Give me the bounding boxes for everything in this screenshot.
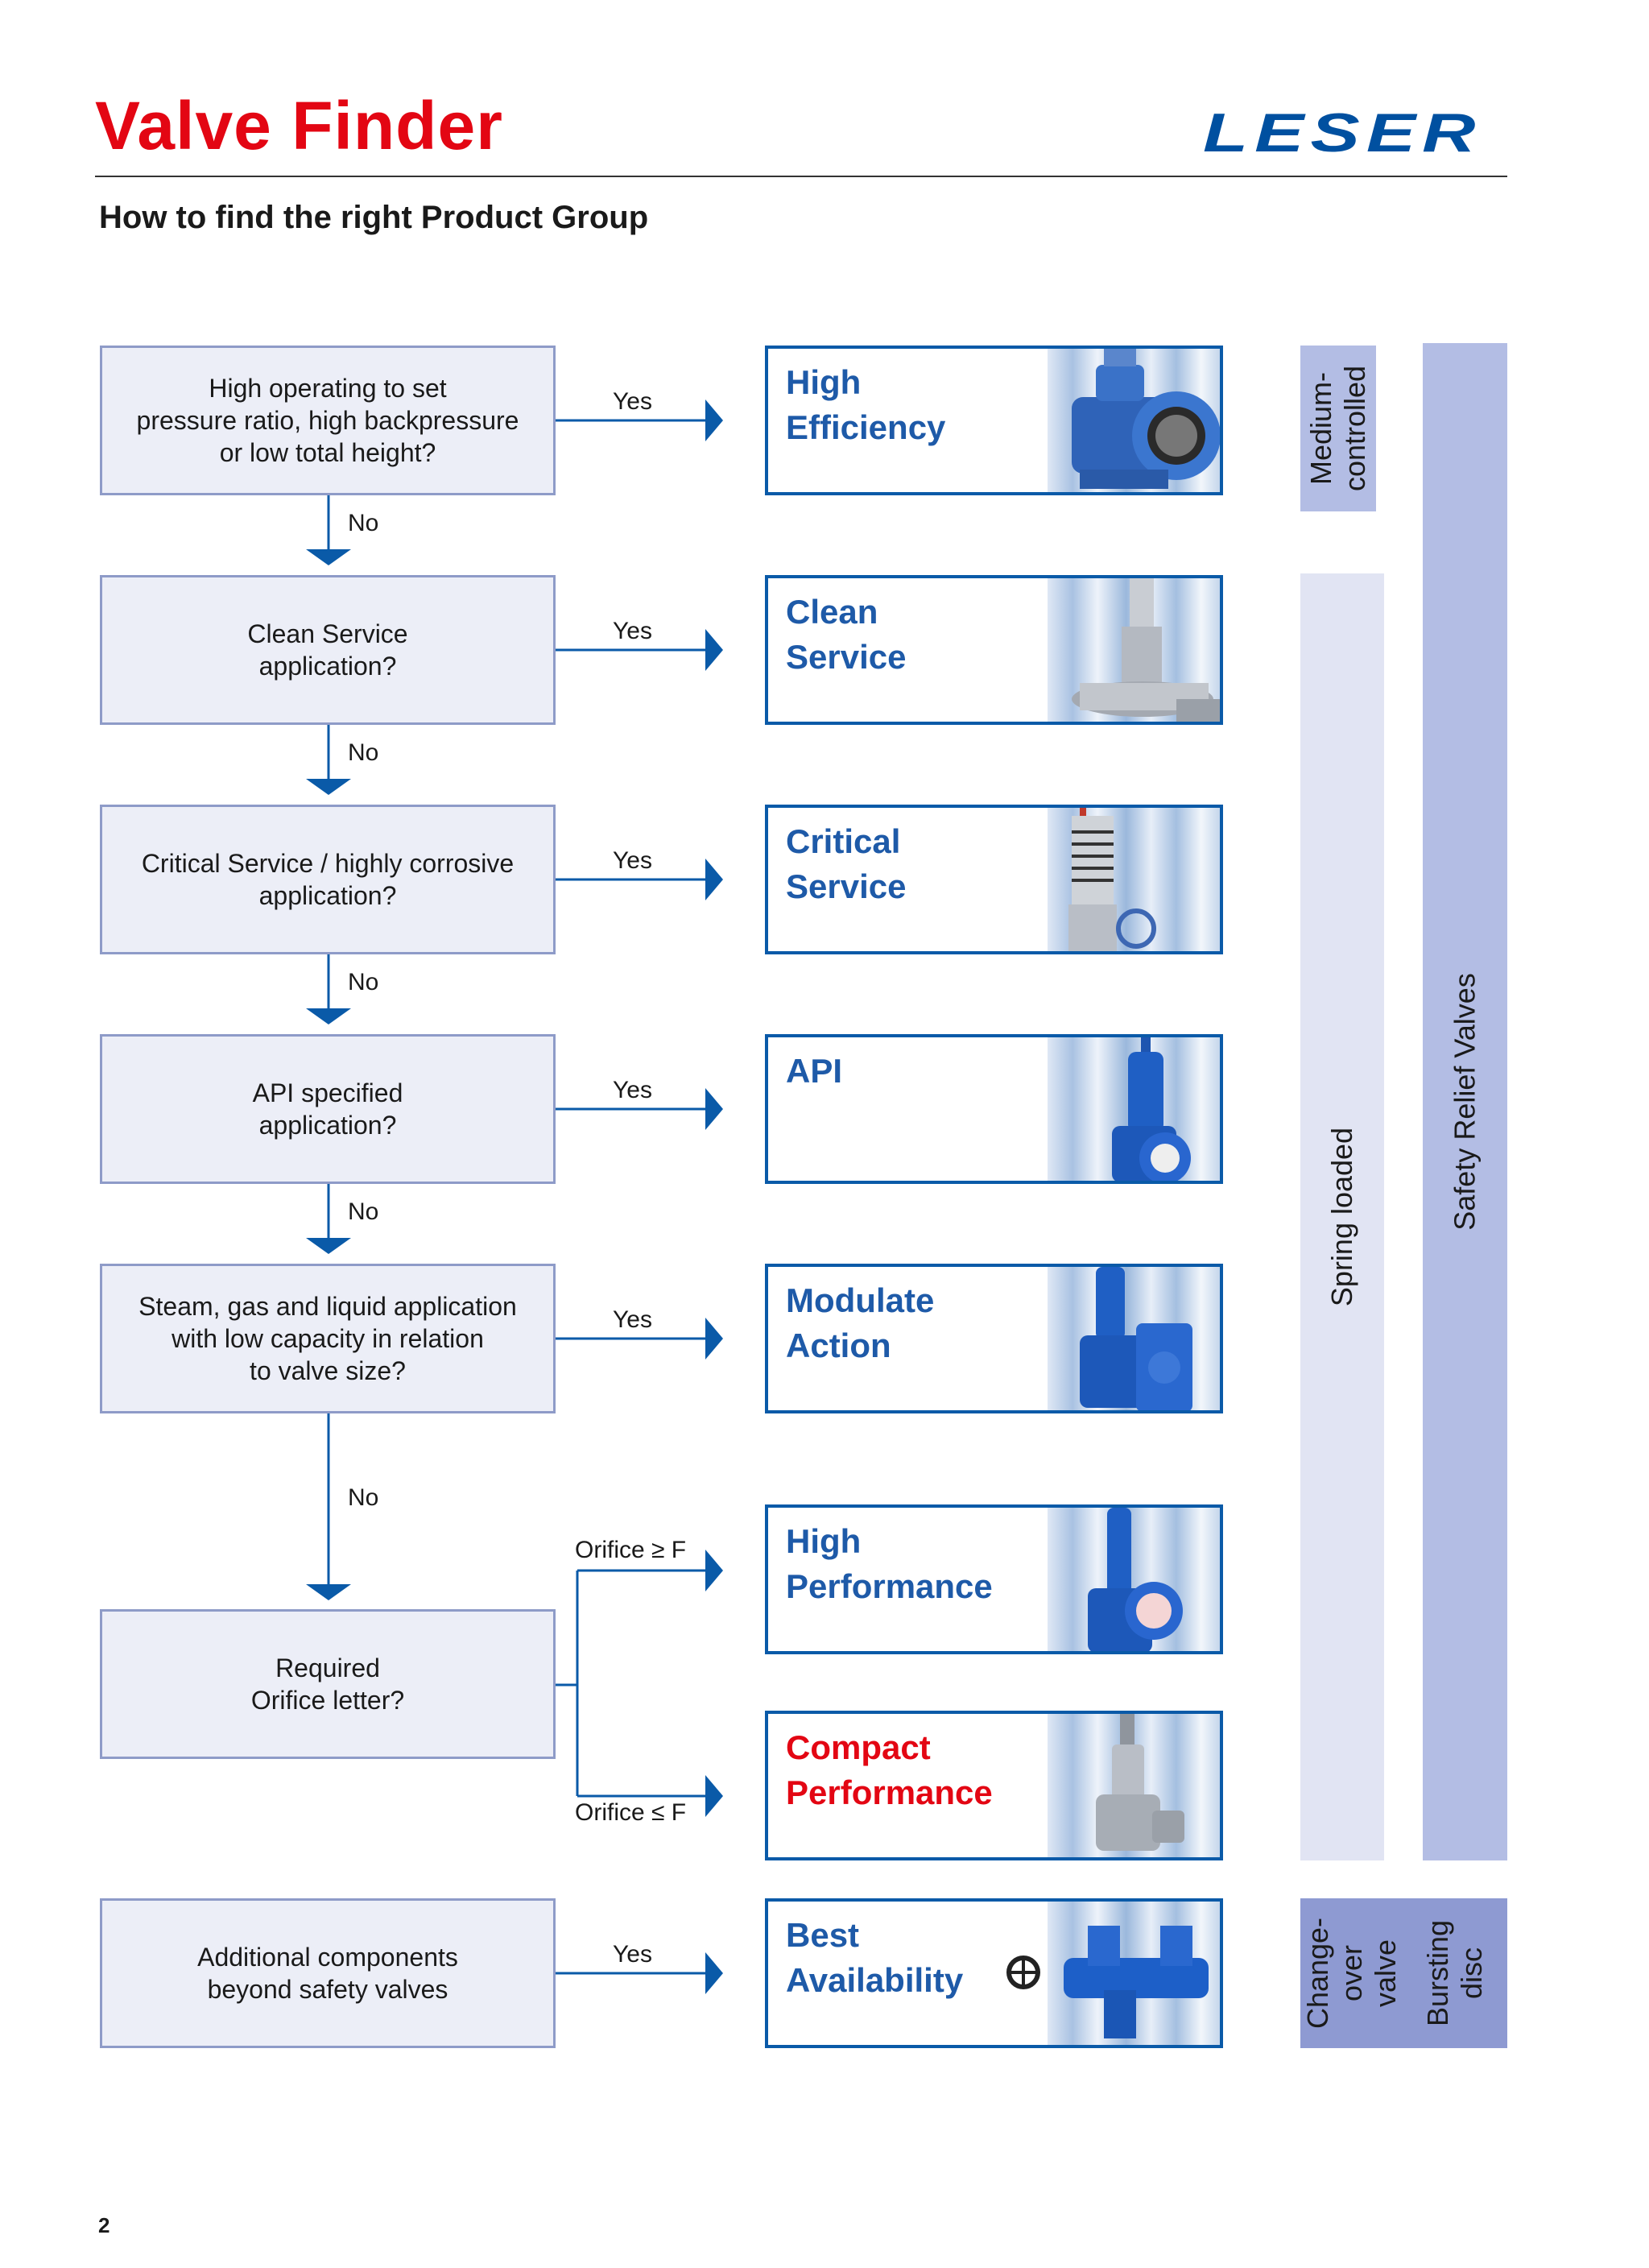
question-box-5: Steam, gas and liquid application with l… bbox=[100, 1264, 556, 1413]
no-label-4: No bbox=[348, 1198, 379, 1225]
header-rule bbox=[95, 176, 1507, 177]
yes-arrow-1 bbox=[705, 399, 723, 441]
product-box-clean-service[interactable]: Clean Service bbox=[765, 575, 1223, 725]
product-label-critical-service: Critical Service bbox=[786, 822, 907, 905]
valve-image-high-performance bbox=[1048, 1508, 1220, 1651]
no-arrow-3 bbox=[306, 1008, 351, 1024]
yes-arrow-7 bbox=[705, 1952, 723, 1994]
yes-arrow-4 bbox=[705, 1088, 723, 1130]
no-arrow-5 bbox=[306, 1584, 351, 1600]
band-changeover-valve: Change- over valve bbox=[1300, 1898, 1403, 2048]
yes-label-4: Yes bbox=[613, 1077, 652, 1103]
band-medium-controlled: Medium- controlled bbox=[1300, 346, 1376, 511]
product-label-compact-performance: Compact Performance bbox=[786, 1728, 993, 1811]
band-safety-relief-valves: Safety Relief Valves bbox=[1423, 343, 1507, 1860]
question-box-7: Additional components beyond safety valv… bbox=[100, 1898, 556, 2048]
product-box-high-efficiency[interactable]: High Efficiency bbox=[765, 346, 1223, 495]
question-box-4: API specified application? bbox=[100, 1034, 556, 1184]
valve-image-critical-service bbox=[1048, 808, 1220, 951]
page-number: 2 bbox=[98, 2213, 110, 2237]
product-label-clean-service: Clean Service bbox=[786, 593, 907, 676]
question-text-5: Steam, gas and liquid application with l… bbox=[138, 1292, 517, 1385]
product-label-modulate-action: Modulate Action bbox=[786, 1281, 935, 1364]
question-text-6: Required Orifice letter? bbox=[250, 1653, 405, 1715]
band-spring-loaded-label: Spring loaded bbox=[1325, 1127, 1359, 1307]
product-box-modulate-action[interactable]: Modulate Action bbox=[765, 1264, 1223, 1413]
yes-arrow-2 bbox=[705, 629, 723, 671]
no-label-5: No bbox=[348, 1484, 379, 1511]
orifice-ge-label: Orifice ≥ F bbox=[575, 1537, 687, 1563]
orifice-ge-arrow bbox=[705, 1550, 723, 1591]
product-box-high-performance[interactable]: High Performance bbox=[765, 1504, 1223, 1654]
product-box-compact-performance[interactable]: Compact Performance bbox=[765, 1711, 1223, 1860]
no-label-2: No bbox=[348, 739, 379, 766]
valve-image-best-availability bbox=[1048, 1902, 1220, 2045]
product-label-best-availability: Best Availability bbox=[786, 1916, 964, 1999]
band-changeover-label: Change- over valve bbox=[1301, 1917, 1402, 2030]
product-box-best-availability[interactable]: Best Availability bbox=[765, 1898, 1223, 2048]
band-medium-controlled-label: Medium- controlled bbox=[1304, 365, 1371, 492]
valve-image-modulate-action bbox=[1048, 1267, 1220, 1410]
question-box-2: Clean Service application? bbox=[100, 575, 556, 725]
question-text-4: API specified application? bbox=[252, 1078, 403, 1140]
product-label-high-performance: High Performance bbox=[786, 1522, 993, 1605]
orifice-le-arrow bbox=[705, 1775, 723, 1817]
yes-label-3: Yes bbox=[613, 847, 652, 874]
band-bursting-label: Bursting disc bbox=[1421, 1919, 1489, 2027]
yes-arrow-3 bbox=[705, 859, 723, 900]
valve-image-compact-performance bbox=[1048, 1714, 1220, 1857]
product-label-api: API bbox=[786, 1052, 843, 1090]
no-arrow-4 bbox=[306, 1238, 351, 1254]
valve-image-high-efficiency bbox=[1048, 349, 1220, 492]
handwheel-icon bbox=[1006, 1956, 1040, 1989]
no-arrow-2 bbox=[306, 779, 351, 795]
question-box-6: Required Orifice letter? bbox=[100, 1609, 556, 1759]
yes-arrow-5 bbox=[705, 1318, 723, 1360]
no-arrow-1 bbox=[306, 549, 351, 565]
band-spring-loaded: Spring loaded bbox=[1300, 573, 1384, 1860]
no-label-3: No bbox=[348, 969, 379, 995]
yes-label-5: Yes bbox=[613, 1306, 652, 1333]
valve-image-clean-service bbox=[1048, 578, 1220, 722]
product-box-critical-service[interactable]: Critical Service bbox=[765, 805, 1223, 954]
page-subtitle: How to find the right Product Group bbox=[99, 200, 649, 235]
leser-logo: LESER bbox=[1203, 102, 1482, 163]
band-bottom bbox=[1300, 1898, 1507, 2048]
question-text-7: Additional components beyond safety valv… bbox=[197, 1943, 458, 2004]
product-label-high-efficiency: High Efficiency bbox=[786, 363, 946, 446]
no-label-1: No bbox=[348, 510, 379, 536]
question-text-1: High operating to set pressure ratio, hi… bbox=[136, 374, 519, 467]
yes-label-1: Yes bbox=[613, 388, 652, 415]
orifice-le-label: Orifice ≤ F bbox=[575, 1799, 687, 1826]
question-text-3: Critical Service / highly corrosive appl… bbox=[141, 849, 515, 910]
yes-label-7: Yes bbox=[613, 1941, 652, 1968]
question-box-3: Critical Service / highly corrosive appl… bbox=[100, 805, 556, 954]
yes-label-2: Yes bbox=[613, 618, 652, 644]
band-bursting-disc: Bursting disc bbox=[1403, 1898, 1507, 2048]
page-title: Valve Finder bbox=[95, 88, 503, 163]
band-safety-relief-label: Safety Relief Valves bbox=[1448, 973, 1482, 1231]
valve-image-api bbox=[1048, 1037, 1220, 1181]
question-box-1: High operating to set pressure ratio, hi… bbox=[100, 346, 556, 495]
product-box-api[interactable]: API bbox=[765, 1034, 1223, 1184]
question-text-2: Clean Service application? bbox=[247, 619, 408, 681]
